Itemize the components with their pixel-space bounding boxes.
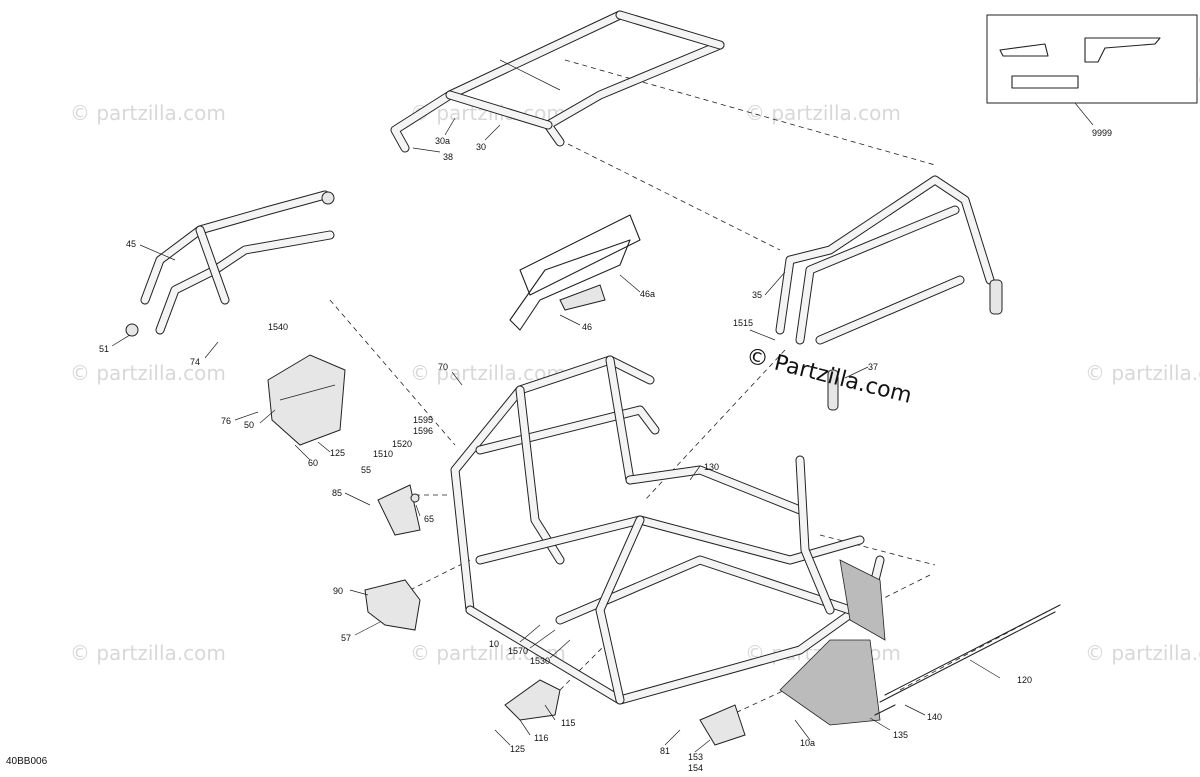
bracket-153: [699, 704, 746, 746]
watermark: © partzilla.com: [1085, 641, 1200, 665]
cage-mount-foot: [827, 369, 839, 411]
rod-120: [874, 604, 1061, 716]
callout-46a: 46a: [640, 289, 655, 299]
callout-115: 115: [561, 718, 575, 728]
drawing-code: 40BB006: [6, 756, 48, 767]
bracket-55: [377, 484, 421, 536]
callout-90: 90: [333, 586, 343, 596]
background-watermarks: © partzilla.com © partzilla.com © partzi…: [70, 66, 1200, 665]
callout-74: 74: [190, 357, 200, 367]
callout-10a: 10a: [800, 738, 815, 748]
callout-60: 60: [308, 458, 318, 468]
callout-65: 65: [424, 514, 434, 524]
roll-cage-rear-section: [775, 175, 1003, 411]
roll-cage-front-section: [390, 10, 725, 153]
callout-140: 140: [927, 712, 942, 722]
callout-81: 81: [660, 746, 670, 756]
callout-70: 70: [438, 362, 448, 372]
callout-51: 51: [99, 344, 109, 354]
callout-37: 37: [868, 362, 878, 372]
callout-76: 76: [221, 416, 231, 426]
callout-57: 57: [341, 633, 351, 643]
callout-1596: 1596: [413, 426, 433, 436]
callout-153: 153: [688, 752, 703, 762]
callout-labels: 30a 30 38 9999 45 51 74 1540 76 50 125 6…: [99, 128, 1112, 773]
callout-46: 46: [582, 322, 592, 332]
bar-end-cap: [125, 323, 139, 337]
callout-1520: 1520: [392, 439, 412, 449]
watermark: © partzilla.com: [1085, 361, 1200, 385]
callout-85: 85: [332, 488, 342, 498]
callout-10: 10: [489, 639, 499, 649]
decal-inset-box: [986, 14, 1198, 126]
watermark: © partzilla.com: [70, 361, 226, 385]
callout-1515: 1515: [733, 318, 753, 328]
callout-1530: 1530: [530, 656, 550, 666]
callout-35: 35: [752, 290, 762, 300]
bracket-115: [504, 679, 561, 721]
bracket-50: [267, 354, 346, 446]
callout-120: 120: [1017, 675, 1032, 685]
leader-lines: [111, 117, 1001, 753]
assembly-dashed-lines: [329, 59, 1051, 721]
watermark: © partzilla.com: [70, 101, 226, 125]
rear-frame-casting: [839, 559, 886, 641]
callout-45: 45: [126, 239, 136, 249]
callout-30: 30: [476, 142, 486, 152]
callout-1540: 1540: [268, 322, 288, 332]
callout-55: 55: [361, 465, 371, 475]
bracket-57: [364, 579, 421, 631]
callout-1510: 1510: [373, 449, 393, 459]
callout-135: 135: [893, 730, 908, 740]
callout-154: 154: [688, 763, 703, 773]
main-frame: [450, 355, 886, 726]
callout-9999: 9999: [1092, 128, 1112, 138]
callout-1595: 1595: [413, 415, 433, 425]
callout-38: 38: [443, 152, 453, 162]
cage-mount-foot: [989, 279, 1003, 315]
watermark: © partzilla.com: [70, 641, 226, 665]
watermark: © partzilla.com: [745, 101, 901, 125]
callout-130: 130: [704, 462, 719, 472]
callout-50: 50: [244, 420, 254, 430]
callout-30a: 30a: [435, 136, 450, 146]
callout-125-upper: 125: [330, 448, 345, 458]
callout-1570: 1570: [508, 646, 528, 656]
bar-end-cap: [321, 191, 335, 205]
callout-125-lower: 125: [510, 744, 525, 754]
callout-116: 116: [534, 733, 548, 743]
front-bar-assembly: [125, 190, 335, 337]
rear-frame-casting: [779, 639, 881, 726]
mid-brace-46: [509, 214, 641, 331]
